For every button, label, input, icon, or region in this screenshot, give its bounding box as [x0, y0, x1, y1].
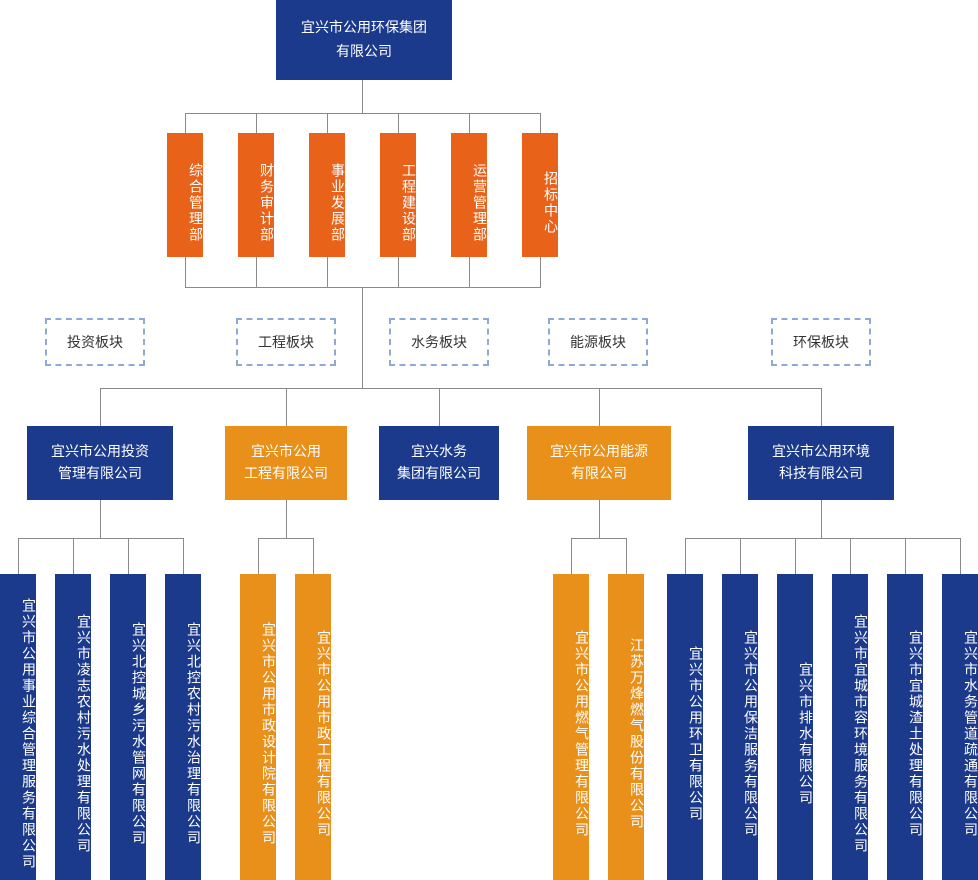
- dept-4: 运营管理部: [451, 133, 487, 257]
- company-water: 宜兴水务 集团有限公司: [379, 426, 499, 500]
- company-environment: 宜兴市公用环境 科技有限公司: [748, 426, 894, 500]
- company-investment-line2: 管理有限公司: [58, 466, 142, 482]
- segment-energy: 能源板块: [548, 318, 648, 366]
- company-investment: 宜兴市公用投资 管理有限公司: [27, 426, 173, 500]
- sub-environment-3: 宜兴市宜城市容环境服务有限公司: [832, 574, 868, 880]
- root-line1: 宜兴市公用环保集团: [301, 20, 427, 36]
- company-environment-line1: 宜兴市公用环境: [772, 444, 870, 460]
- company-water-line2: 集团有限公司: [397, 466, 481, 482]
- segment-water: 水务板块: [389, 318, 489, 366]
- dept-0: 综合管理部: [167, 133, 203, 257]
- sub-engineering-1: 宜兴市公用市政工程有限公司: [295, 574, 331, 880]
- company-investment-line1: 宜兴市公用投资: [51, 444, 149, 460]
- company-engineering-line2: 工程有限公司: [244, 466, 328, 482]
- sub-energy-0: 宜兴市公用燃气管理有限公司: [553, 574, 589, 880]
- sub-environment-2: 宜兴市排水有限公司: [777, 574, 813, 880]
- root-node: 宜兴市公用环保集团 有限公司: [276, 0, 452, 80]
- company-engineering: 宜兴市公用 工程有限公司: [225, 426, 347, 500]
- sub-environment-1: 宜兴市公用保洁服务有限公司: [722, 574, 758, 880]
- company-environment-line2: 科技有限公司: [779, 466, 863, 482]
- company-engineering-line1: 宜兴市公用: [251, 444, 321, 460]
- dept-3: 工程建设部: [380, 133, 416, 257]
- sub-environment-4: 宜兴市宜城渣土处理有限公司: [887, 574, 923, 880]
- sub-investment-0: 宜兴市公用事业综合管理服务有限公司: [0, 574, 36, 880]
- root-line2: 有限公司: [336, 44, 392, 60]
- dept-5: 招标中心: [522, 133, 558, 257]
- company-energy: 宜兴市公用能源 有限公司: [527, 426, 671, 500]
- dept-1: 财务审计部: [238, 133, 274, 257]
- company-water-line1: 宜兴水务: [411, 444, 467, 460]
- sub-environment-0: 宜兴市公用环卫有限公司: [667, 574, 703, 880]
- company-energy-line1: 宜兴市公用能源: [550, 444, 648, 460]
- sub-energy-1: 江苏万烽燃气股份有限公司: [608, 574, 644, 880]
- sub-investment-3: 宜兴北控农村污水治理有限公司: [165, 574, 201, 880]
- sub-investment-2: 宜兴北控城乡污水管网有限公司: [110, 574, 146, 880]
- dept-2: 事业发展部: [309, 133, 345, 257]
- segment-environment: 环保板块: [771, 318, 871, 366]
- segment-investment: 投资板块: [45, 318, 145, 366]
- segment-engineering: 工程板块: [236, 318, 336, 366]
- sub-environment-5: 宜兴市水务管道疏通有限公司: [942, 574, 978, 880]
- company-energy-line2: 有限公司: [571, 466, 627, 482]
- sub-engineering-0: 宜兴市公用市政设计院有限公司: [240, 574, 276, 880]
- sub-investment-1: 宜兴市凌志农村污水处理有限公司: [55, 574, 91, 880]
